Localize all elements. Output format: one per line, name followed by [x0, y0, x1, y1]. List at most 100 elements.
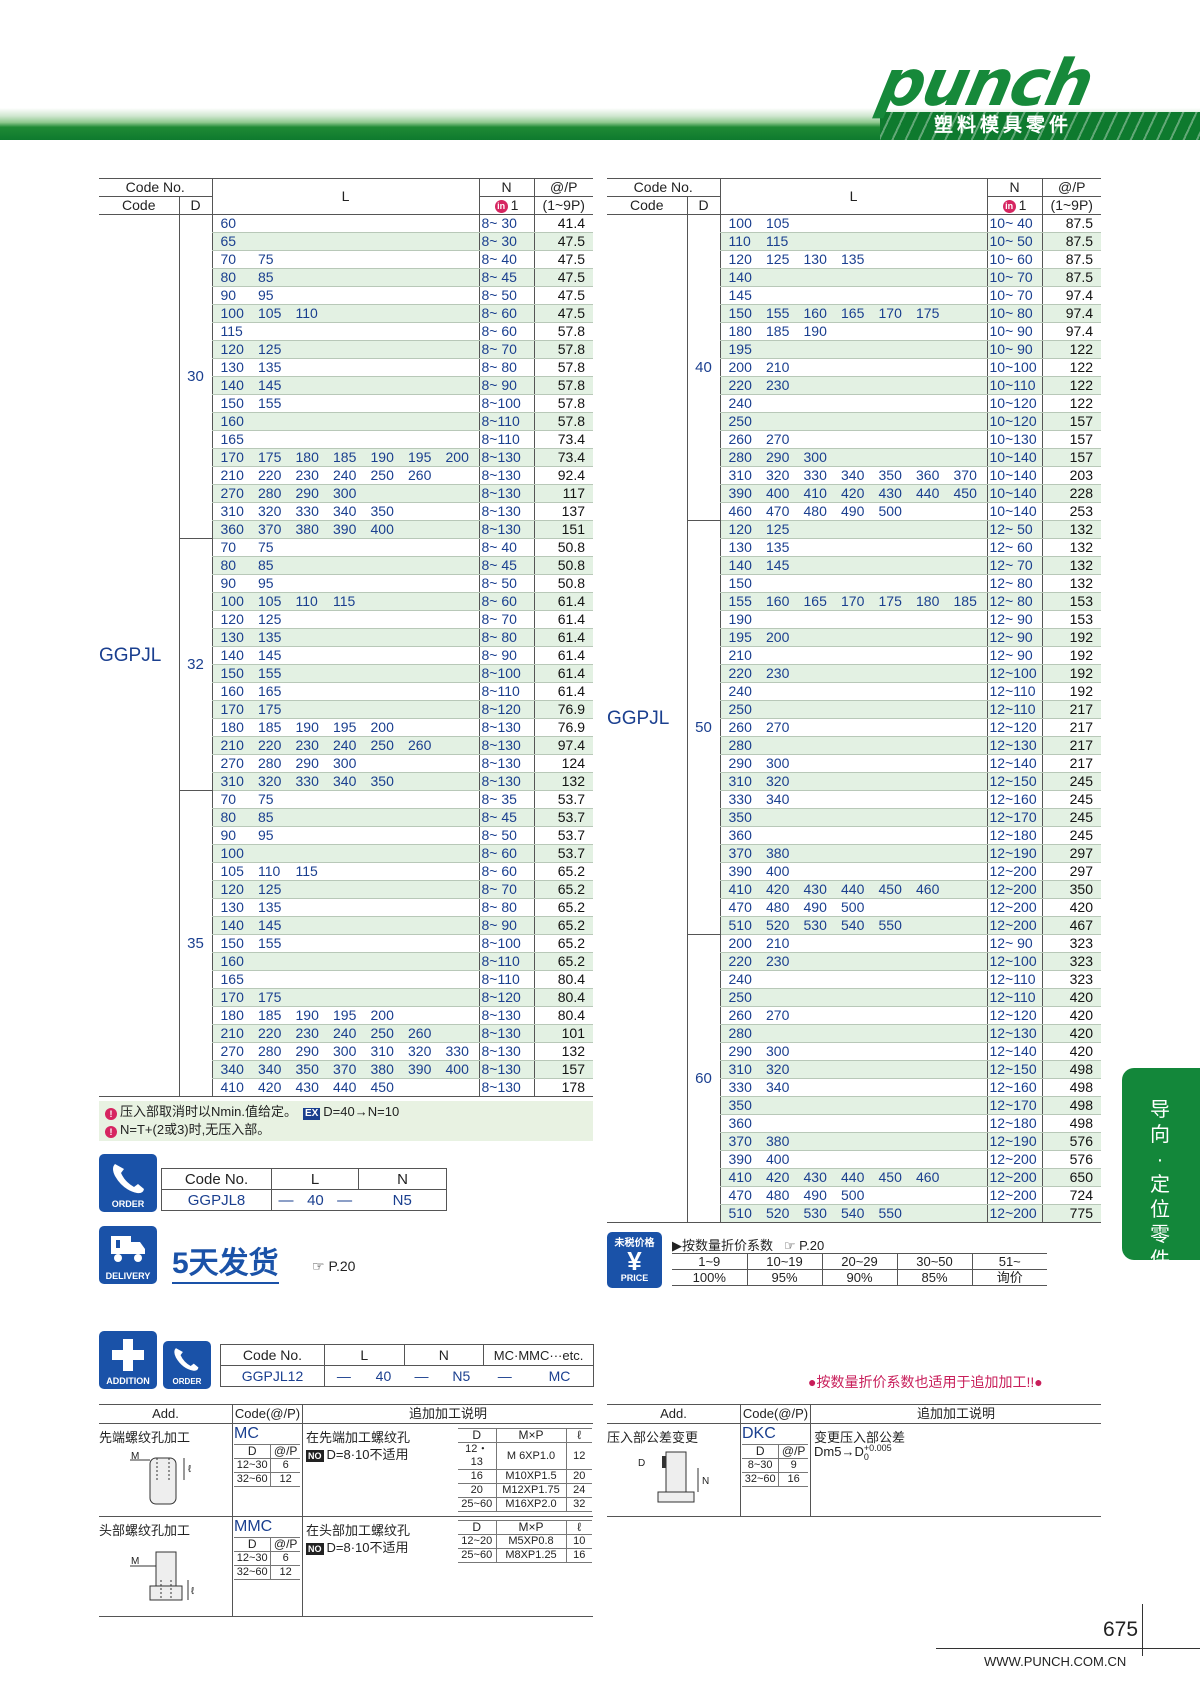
length-value: 85: [258, 557, 274, 573]
length-value: 240: [728, 971, 752, 987]
length-value: 250: [728, 989, 752, 1005]
length-value: 420: [766, 1169, 790, 1185]
length-value: 180: [295, 449, 319, 465]
length-value: 270: [220, 1043, 244, 1059]
n-range-cell: 12~140: [986, 1042, 1042, 1061]
svg-text:ℓ: ℓ: [191, 1586, 195, 1597]
length-value: 270: [766, 1007, 790, 1023]
length-value: 160: [220, 953, 244, 969]
th-p-sub: (1~9P): [533, 196, 593, 215]
length-value: 460: [916, 881, 940, 897]
length-value: 165: [803, 593, 827, 609]
mc-figure: M ℓ: [130, 1451, 192, 1505]
n-range-cell: 8~120: [478, 700, 534, 719]
length-value: 135: [766, 539, 790, 555]
n-range-cell: 8~ 90: [478, 916, 534, 935]
price-cell: 217: [1041, 700, 1101, 719]
n-range-cell: 12~160: [986, 790, 1042, 809]
length-cell: 280: [719, 736, 987, 755]
price-cell: 53.7: [533, 844, 593, 863]
price-cell: 132: [1041, 556, 1101, 575]
length-value: 300: [333, 1043, 357, 1059]
length-value: 280: [728, 1025, 752, 1041]
length-value: 180: [728, 323, 752, 339]
length-value: 155: [258, 665, 282, 681]
length-value: 110: [728, 233, 751, 249]
price-cell: 157: [1041, 430, 1101, 449]
price-cell: 80.4: [533, 988, 593, 1007]
volume-discount-title: ▶按数量折价系数 ☞ P.20: [672, 1238, 825, 1253]
n-range-cell: 10~140: [986, 484, 1042, 503]
price-cell: 87.5: [1041, 214, 1101, 233]
length-value: 290: [728, 755, 752, 771]
length-value: 310: [728, 773, 752, 789]
diameter-cell: 50: [686, 520, 720, 935]
price-cell: 50.8: [533, 574, 593, 593]
ex-badge: EX: [302, 1108, 321, 1120]
n-range-cell: 10~130: [986, 430, 1042, 449]
length-value: 170: [841, 593, 865, 609]
length-value: 160: [220, 683, 244, 699]
length-value: 210: [766, 935, 790, 951]
price-cell: 498: [1041, 1096, 1101, 1115]
length-value: 170: [878, 305, 902, 321]
length-value: 500: [841, 1187, 865, 1203]
svg-text:D: D: [638, 1458, 645, 1469]
price-cell: 203: [1041, 466, 1101, 485]
length-value: 130: [803, 251, 827, 267]
length-value: 300: [766, 755, 790, 771]
n-range-cell: 8~ 50: [478, 286, 534, 305]
length-value: 400: [766, 485, 790, 501]
n-range-cell: 12~120: [986, 1006, 1042, 1025]
length-value: 350: [728, 809, 752, 825]
length-value: 240: [333, 1025, 357, 1041]
footer-url[interactable]: WWW.PUNCH.COM.CN: [984, 1654, 1127, 1669]
th-code: Code: [99, 196, 179, 215]
warning-icon: !: [105, 1108, 117, 1120]
price-cell: 57.8: [533, 340, 593, 359]
th-code-r: Code: [607, 196, 687, 215]
n-range-cell: 8~130: [478, 1042, 534, 1061]
section-side-tab[interactable]: 导向·定位零件: [1122, 1068, 1200, 1271]
price-cell: 57.8: [533, 394, 593, 413]
price-cell: 137: [533, 502, 593, 521]
length-value: 310: [728, 1061, 752, 1077]
n-range-cell: 12~110: [986, 682, 1042, 701]
diameter-cell: 40: [686, 214, 720, 521]
length-value: 145: [728, 287, 752, 303]
product-code: GGPJL: [99, 214, 179, 1097]
price-cell: 420: [1041, 1042, 1101, 1061]
length-value: 145: [258, 917, 282, 933]
length-value: 390: [728, 1151, 752, 1167]
n-range-cell: 10~ 90: [986, 322, 1042, 341]
price-cell: 53.7: [533, 790, 593, 809]
price-cell: 253: [1041, 502, 1101, 521]
length-value: 480: [803, 503, 827, 519]
